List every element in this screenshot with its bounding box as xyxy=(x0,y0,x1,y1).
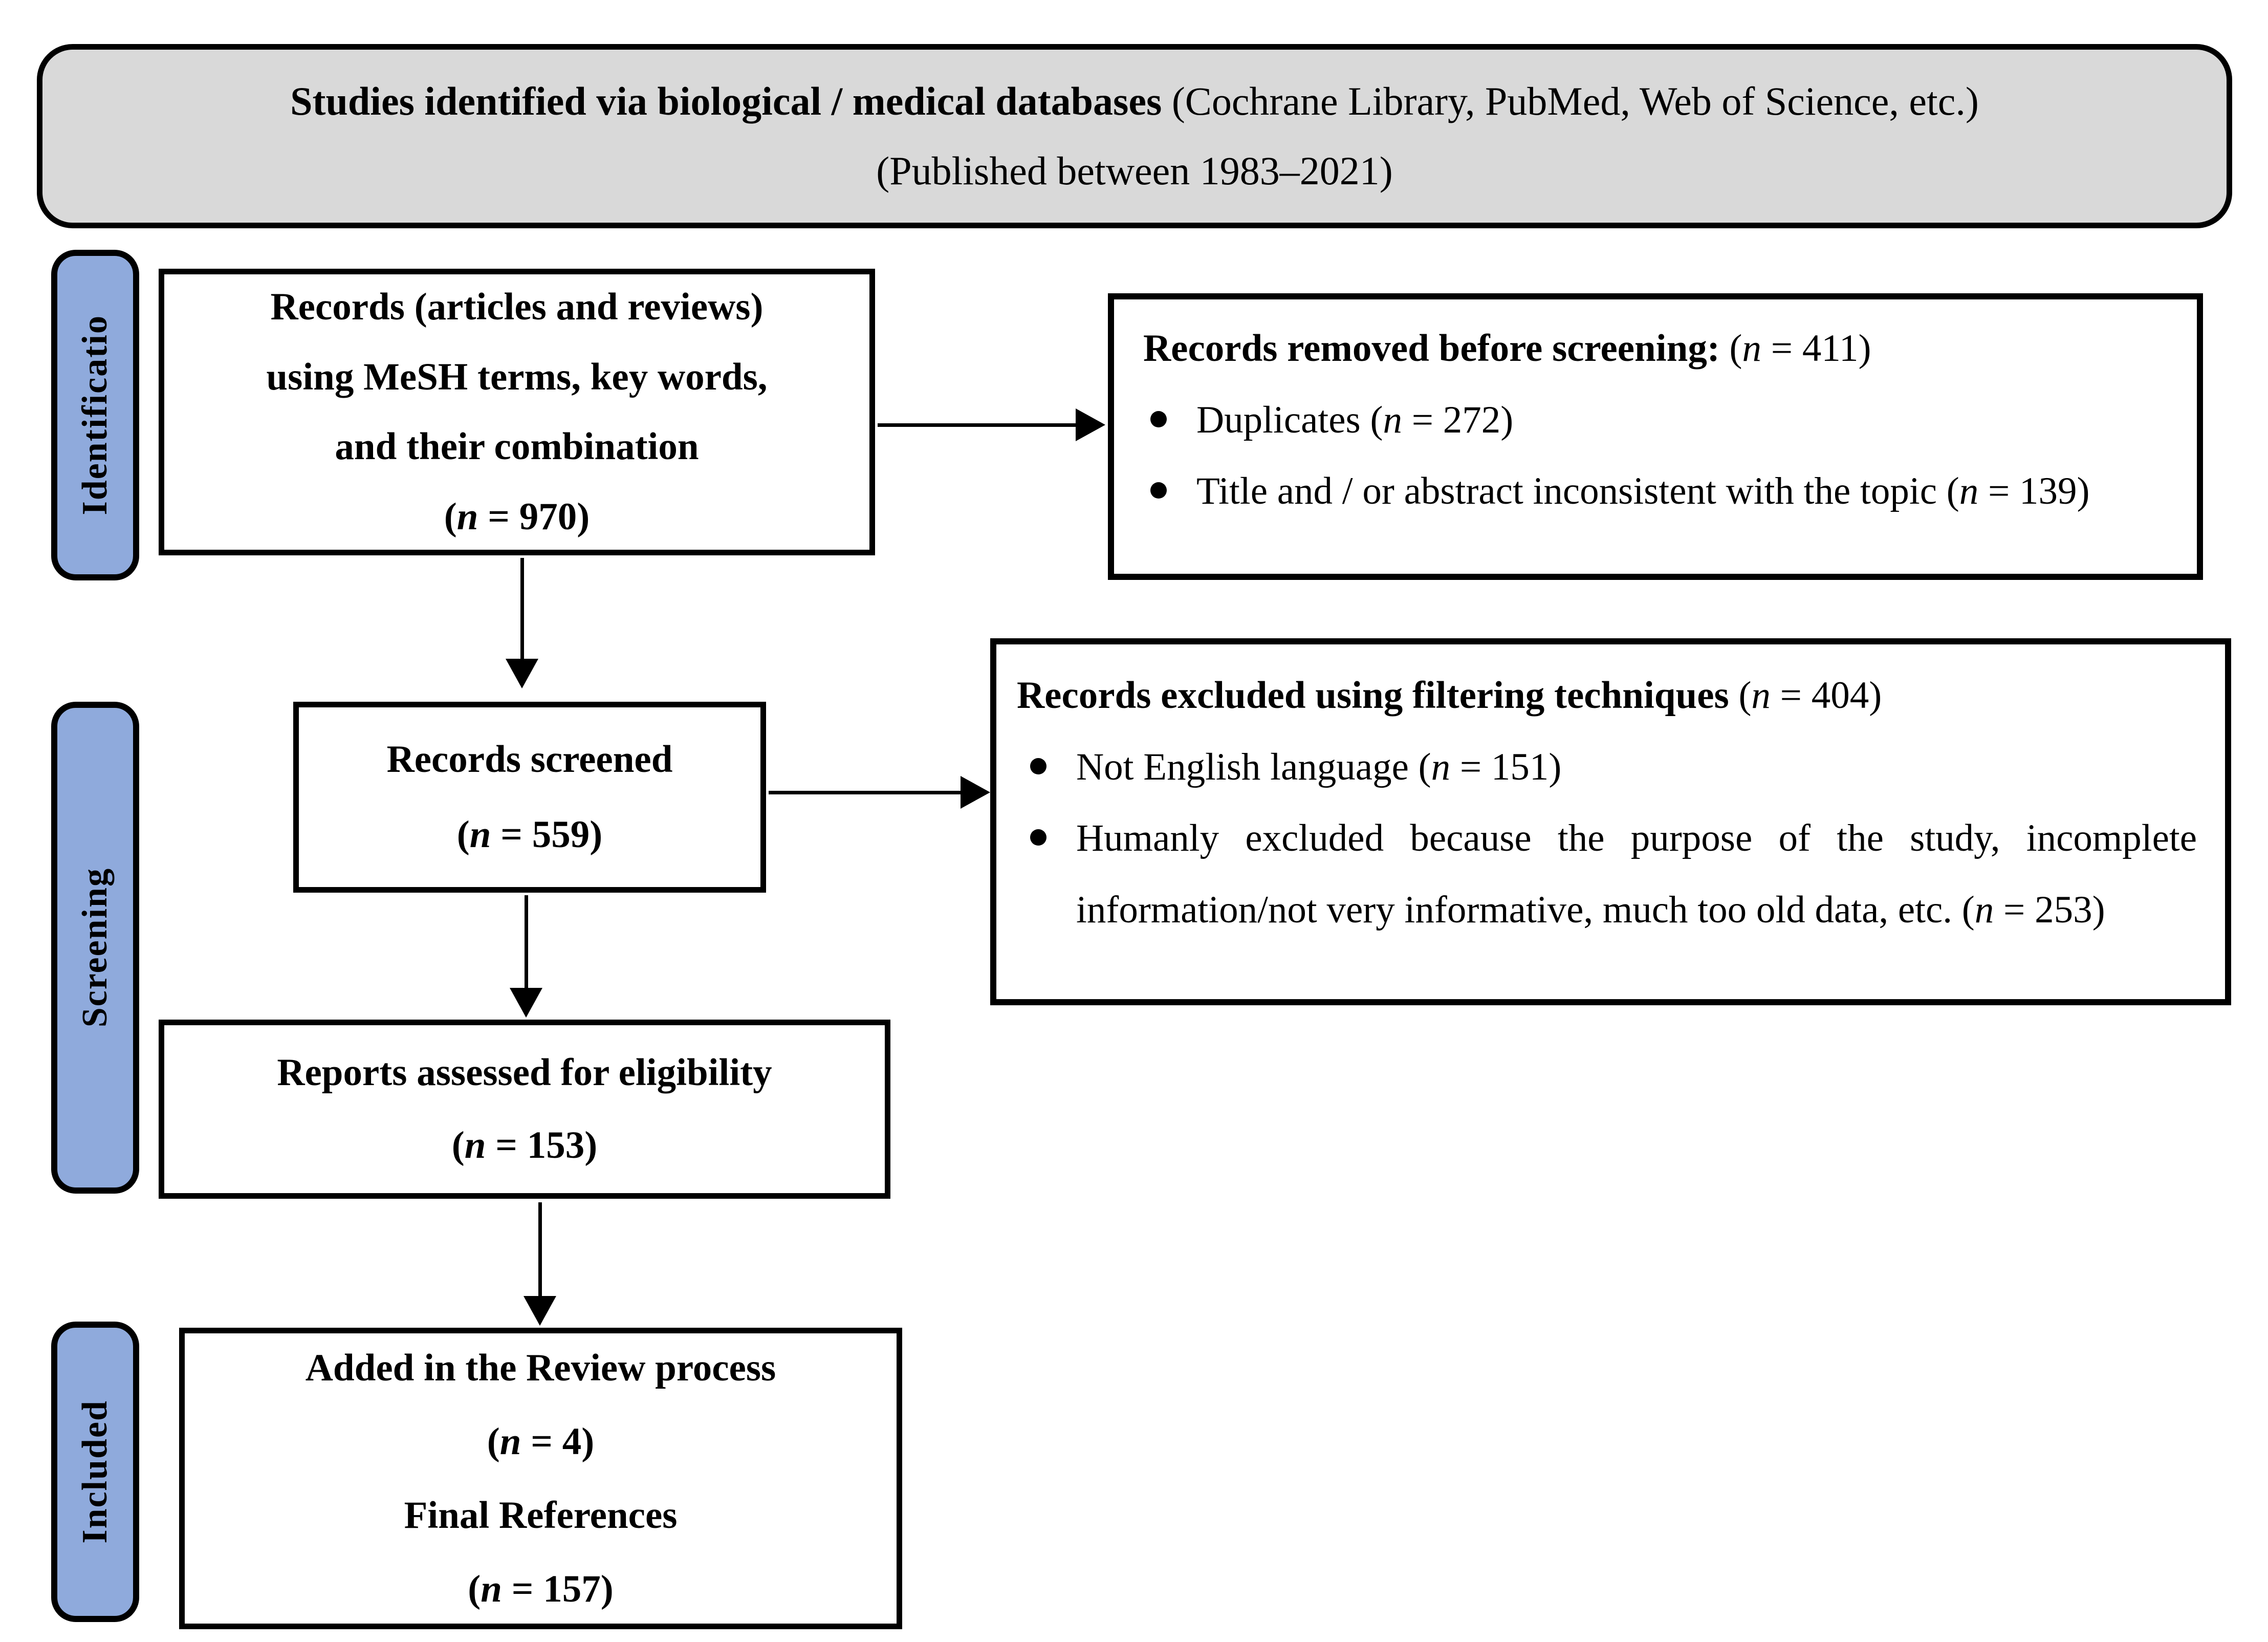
n-variable: n xyxy=(464,1124,486,1166)
n-variable: n xyxy=(469,813,491,856)
included-count2: (n = 157) xyxy=(468,1567,614,1610)
arrow-head-right-icon xyxy=(961,776,990,809)
n-variable: n xyxy=(1751,674,1771,717)
bullet-icon xyxy=(1150,410,1167,427)
arrow-head-down-icon xyxy=(510,988,542,1018)
n-variable: n xyxy=(1974,888,1994,931)
header-subtitle: (Published between 1983–2021) xyxy=(876,148,1393,193)
box-records-removed: Records removed before screening: (n = 4… xyxy=(1108,293,2203,580)
box-records-screened: Records screened (n = 559) xyxy=(293,702,766,893)
header-title-regular: (Cochrane Library, PubMed, Web of Scienc… xyxy=(1162,78,1979,123)
header-title-line: Studies identified via biological / medi… xyxy=(290,67,1979,137)
records-identified-line2: using MeSH terms, key words, xyxy=(266,355,768,398)
n-variable: n xyxy=(1431,745,1451,788)
records-screened-line1: Records screened xyxy=(386,738,673,781)
arrow-head-down-icon xyxy=(524,1296,556,1326)
stage-tab-identification-label: Identificatio xyxy=(75,315,115,515)
n-variable: n xyxy=(456,495,478,538)
included-line2: Final References xyxy=(404,1494,678,1537)
bullet-icon xyxy=(1030,758,1046,774)
arrow-screened-to-excluded xyxy=(769,776,990,809)
box-reports-assessed: Reports assessed for eligibility (n = 15… xyxy=(159,1020,890,1199)
arrow-identified-to-removed xyxy=(878,408,1105,441)
bullet-icon xyxy=(1030,829,1046,846)
arrow-line xyxy=(520,558,524,659)
arrow-line xyxy=(878,423,1076,427)
n-variable: n xyxy=(1959,470,1979,512)
header-banner: Studies identified via biological / medi… xyxy=(37,44,2232,228)
records-identified-line1: Records (articles and reviews) xyxy=(270,286,764,328)
stage-tab-screening-label: Screening xyxy=(75,868,115,1028)
records-removed-title: Records removed before screening: (n = 4… xyxy=(1143,327,1871,370)
records-screened-count: (n = 559) xyxy=(456,813,603,856)
box-records-identified: Records (articles and reviews) using MeS… xyxy=(159,269,875,555)
records-excluded-bullet-language: Not English language (n = 151) xyxy=(1017,731,2197,803)
n-variable: n xyxy=(481,1567,502,1610)
included-line1: Added in the Review process xyxy=(305,1346,776,1389)
arrow-line xyxy=(538,1202,542,1296)
stage-tab-screening: Screening xyxy=(51,702,139,1194)
records-excluded-title: Records excluded using filtering techniq… xyxy=(1017,674,1882,717)
bullet-icon xyxy=(1150,482,1167,499)
n-variable: n xyxy=(499,1420,521,1463)
box-records-excluded: Records excluded using filtering techniq… xyxy=(990,638,2231,1005)
arrow-line xyxy=(524,895,528,988)
stage-tab-identification: Identificatio xyxy=(51,250,139,580)
box-included-final: Added in the Review process (n = 4) Fina… xyxy=(179,1328,902,1629)
records-identified-line3: and their combination xyxy=(335,425,699,468)
stage-tab-included-label: Included xyxy=(75,1400,115,1544)
records-removed-bullet-duplicates: Duplicates (n = 272) xyxy=(1137,384,2171,456)
stage-tab-included: Included xyxy=(51,1322,139,1622)
header-title-bold: Studies identified via biological / medi… xyxy=(290,78,1162,123)
arrow-identified-to-screened xyxy=(506,558,538,688)
arrow-assessed-to-included xyxy=(524,1202,556,1326)
reports-assessed-count: (n = 153) xyxy=(451,1124,598,1166)
n-variable: n xyxy=(1742,327,1762,370)
n-variable: n xyxy=(1383,398,1402,441)
arrow-screened-to-assessed xyxy=(510,895,542,1018)
records-identified-count: (n = 970) xyxy=(444,495,590,538)
records-removed-bullet-inconsistent: Title and / or abstract inconsistent wit… xyxy=(1137,456,2171,527)
arrow-head-down-icon xyxy=(506,659,538,688)
records-excluded-bullet-humanly: Humanly excluded because the purpose of … xyxy=(1017,803,2197,945)
arrow-line xyxy=(769,790,961,794)
reports-assessed-line1: Reports assessed for eligibility xyxy=(277,1051,772,1094)
arrow-head-right-icon xyxy=(1076,408,1105,441)
included-count1: (n = 4) xyxy=(487,1420,595,1463)
